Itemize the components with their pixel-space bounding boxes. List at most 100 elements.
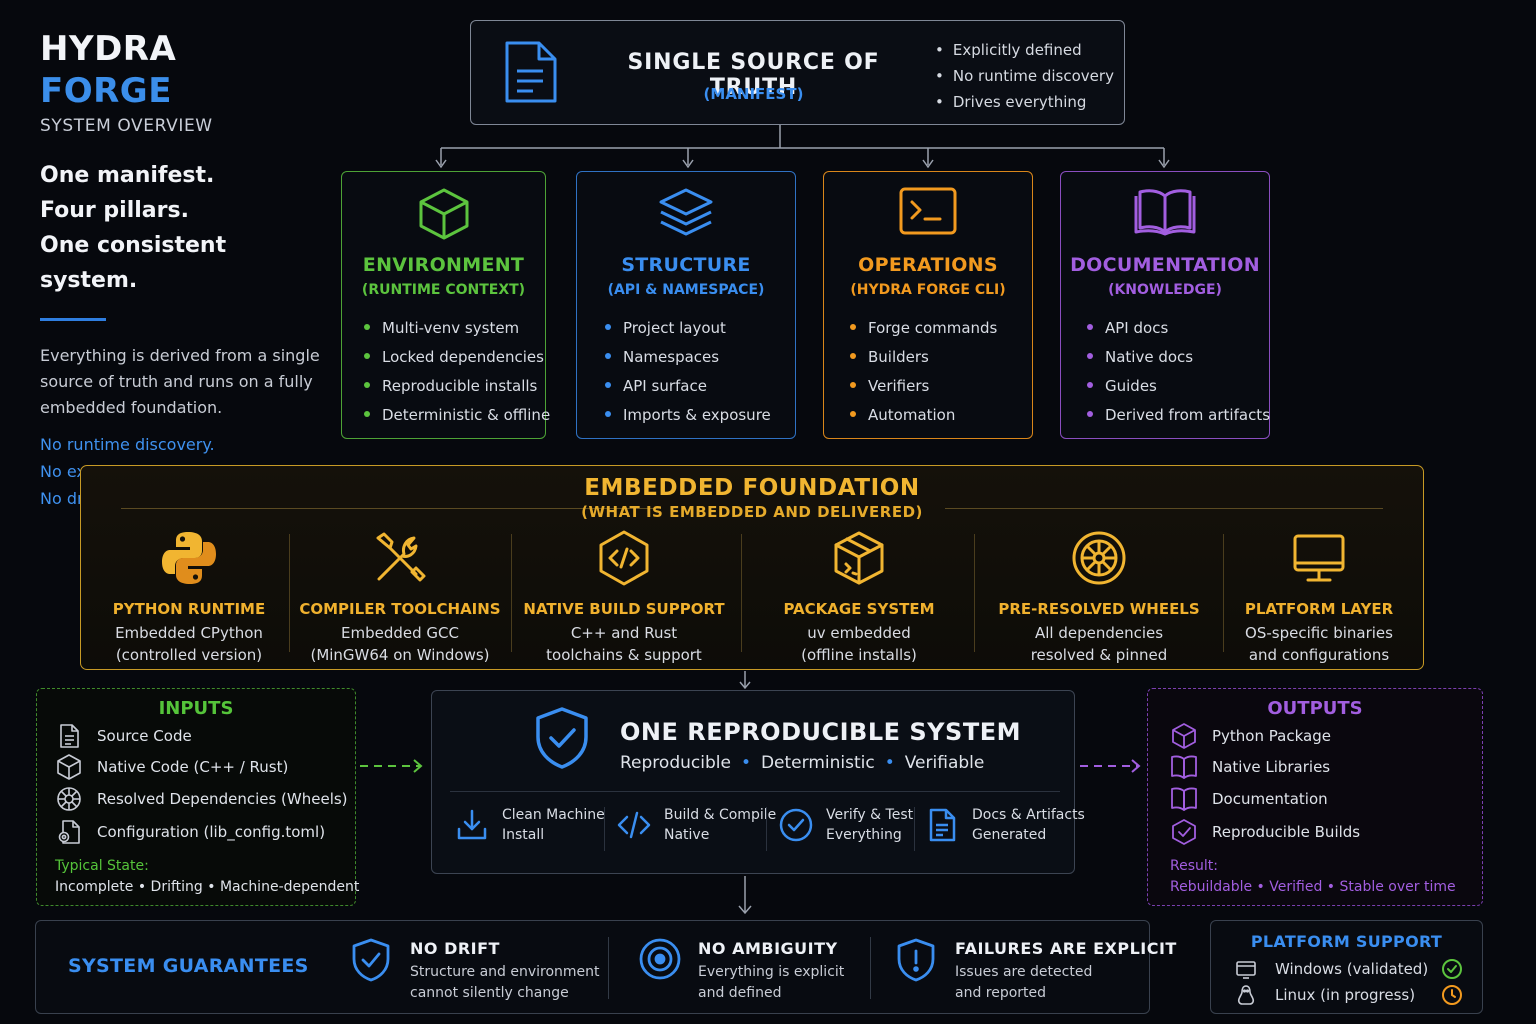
input-item-label: Resolved Dependencies (Wheels) <box>97 790 348 808</box>
input-item: Native Code (C++ / Rust) <box>55 753 288 781</box>
bullet-item: No runtime discovery <box>935 63 1114 89</box>
cube-icon <box>1170 722 1198 750</box>
output-item: Python Package <box>1170 722 1331 750</box>
book-icon <box>1170 753 1198 781</box>
list-item: Derived from artifacts <box>1087 401 1270 430</box>
list-item: API docs <box>1087 314 1270 343</box>
platform-title: PLATFORM SUPPORT <box>1250 932 1443 951</box>
package-icon <box>829 528 889 588</box>
input-item-label: Configuration (lib_config.toml) <box>97 823 326 841</box>
guarantee-name: FAILURES ARE EXPLICIT <box>955 939 1177 958</box>
foundation-item-name: PLATFORM LAYER <box>1244 600 1394 618</box>
foundation-item-compiler: COMPILER TOOLCHAINS Embedded GCC(MinGW64… <box>295 528 505 666</box>
input-item-label: Source Code <box>97 727 192 745</box>
foundation-item-name: NATIVE BUILD SUPPORT <box>523 600 725 618</box>
bullet-item: Explicitly defined <box>935 37 1114 63</box>
accent-divider <box>40 318 106 321</box>
cube-icon <box>416 186 472 242</box>
foundation-item-package: PACKAGE SYSTEM uv embedded(offline insta… <box>751 528 967 666</box>
divider <box>608 937 609 999</box>
foundation-item-desc: uv embedded(offline installs) <box>801 624 917 664</box>
pillar-subtitle: (KNOWLEDGE) <box>1108 282 1222 298</box>
divider <box>974 534 975 652</box>
foundation-item-name: COMPILER TOOLCHAINS <box>299 600 501 618</box>
monitor-icon <box>1289 528 1349 588</box>
pillar-environment: ENVIRONMENT (RUNTIME CONTEXT) Multi-venv… <box>341 171 550 439</box>
result-values: Rebuildable • Verified • Stable over tim… <box>1170 879 1456 895</box>
intro-text: Everything is derived from a single sour… <box>40 346 320 417</box>
list-item: Namespaces <box>605 343 771 372</box>
list-item: Guides <box>1087 372 1270 401</box>
foundation-item-python: PYTHON RUNTIME Embedded CPython(controll… <box>91 528 287 666</box>
list-item: Builders <box>850 343 997 372</box>
tagline: One manifest. Four pillars. One consiste… <box>40 158 320 298</box>
shield-check-icon <box>350 937 392 983</box>
list-item: API surface <box>605 372 771 401</box>
source-of-truth-subtitle: (MANIFEST) <box>703 85 804 103</box>
principle-item: No runtime discovery. <box>40 435 215 454</box>
output-item: Reproducible Builds <box>1170 818 1360 846</box>
guarantee-name: NO AMBIGUITY <box>698 939 838 958</box>
pillar-subtitle: (API & NAMESPACE) <box>607 282 765 298</box>
intro-panel: HYDRA FORGE SYSTEM OVERVIEW One manifest… <box>40 28 320 512</box>
linux-icon <box>1235 984 1257 1006</box>
output-item: Documentation <box>1170 785 1328 813</box>
output-item-label: Native Libraries <box>1212 758 1331 776</box>
tagline-line: One manifest. <box>40 163 215 188</box>
gear-icon <box>55 785 83 813</box>
check-circle-icon <box>778 807 814 843</box>
badge-check-icon <box>1170 818 1198 846</box>
file-icon <box>55 722 83 750</box>
list-item: Native docs <box>1087 343 1270 372</box>
foundation-item-name: PYTHON RUNTIME <box>112 600 266 618</box>
tagline-line: Four pillars. <box>40 198 189 223</box>
input-item: Configuration (lib_config.toml) <box>55 818 325 846</box>
output-item-label: Reproducible Builds <box>1212 823 1361 841</box>
guarantees-title: SYSTEM GUARANTEES <box>68 955 309 977</box>
list-item: Verifiers <box>850 372 997 401</box>
brand-title: HYDRA FORGE <box>40 28 320 112</box>
guarantee-name: NO DRIFT <box>410 939 500 958</box>
list-item: Automation <box>850 401 997 430</box>
cube-icon <box>55 753 83 781</box>
system-property: Verifiable <box>904 753 985 773</box>
divider <box>914 807 915 851</box>
clock-icon <box>1441 984 1463 1006</box>
pillar-list: API docs Native docs Guides Derived from… <box>1087 314 1270 430</box>
embedded-foundation-panel: EMBEDDED FOUNDATION (WHAT IS EMBEDDED AN… <box>80 465 1424 670</box>
platform-label: Linux (in progress) <box>1275 986 1416 1004</box>
divider <box>741 534 742 652</box>
platform-label: Windows (validated) <box>1275 960 1429 978</box>
brand-word-hydra: HYDRA <box>40 29 177 69</box>
divider <box>450 791 1060 792</box>
foundation-item-name: PACKAGE SYSTEM <box>783 600 935 618</box>
foundation-item-desc: Embedded GCC(MinGW64 on Windows) <box>310 624 490 664</box>
target-icon <box>638 937 682 981</box>
title-rule <box>121 508 661 509</box>
list-item: Project layout <box>605 314 771 343</box>
system-title: ONE REPRODUCIBLE SYSTEM <box>620 718 1021 746</box>
pillar-structure: STRUCTURE (API & NAMESPACE) Project layo… <box>576 171 796 439</box>
input-item: Source Code <box>55 722 192 750</box>
shield-alert-icon <box>895 937 937 983</box>
list-item: Imports & exposure <box>605 401 771 430</box>
output-item: Native Libraries <box>1170 753 1330 781</box>
divider <box>604 807 605 851</box>
source-of-truth-box: SINGLE SOURCE OF TRUTH (MANIFEST) Explic… <box>470 20 1125 125</box>
system-property: Deterministic <box>760 753 875 773</box>
result-label: Result: <box>1170 858 1218 874</box>
